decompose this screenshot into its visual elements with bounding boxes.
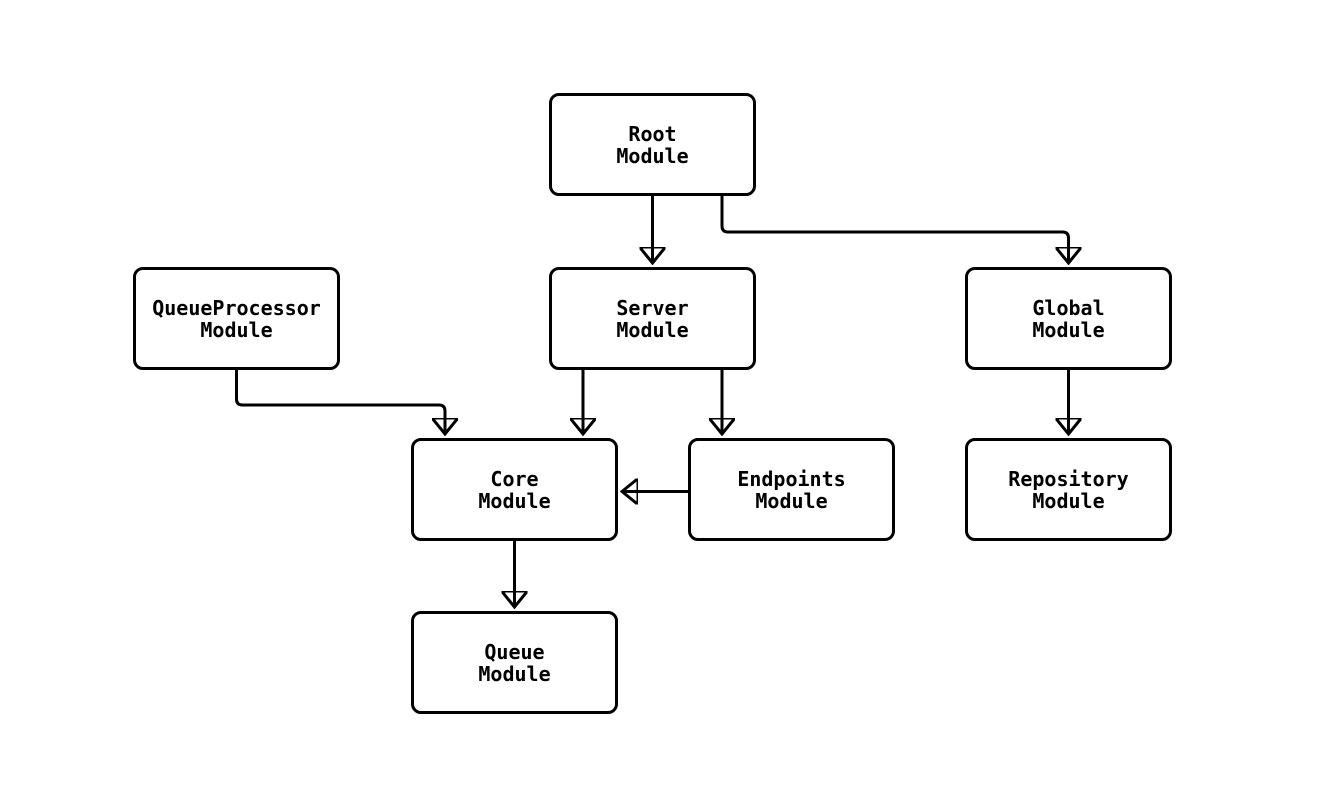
node-label-line2: Module: [1032, 317, 1105, 342]
node-queueprocessor-module: QueueProcessor Module: [133, 267, 340, 370]
node-label-line2: Module: [478, 488, 551, 513]
node-label-line1: Global: [1032, 295, 1105, 320]
node-label-line1: Endpoints: [737, 466, 846, 491]
node-label-line1: Repository: [1008, 466, 1129, 491]
node-repository-module: Repository Module: [965, 438, 1172, 541]
node-label-line2: Module: [200, 317, 273, 342]
node-label-line1: Core: [490, 466, 539, 491]
node-label-line1: QueueProcessor: [152, 295, 321, 320]
node-server-module: Server Module: [549, 267, 756, 370]
node-label-line1: Root: [628, 121, 677, 146]
node-label-line2: Module: [616, 143, 689, 168]
node-core-module: Core Module: [411, 438, 618, 541]
edge-queueprocessor-to-core-arrow: [235, 370, 446, 434]
edge-root-to-global-arrow: [720, 196, 1069, 263]
node-endpoints-module: Endpoints Module: [688, 438, 895, 541]
node-queue-module: Queue Module: [411, 611, 618, 714]
node-label-line1: Server: [616, 295, 689, 320]
node-label-line2: Module: [1032, 488, 1105, 513]
node-label-line2: Module: [478, 661, 551, 686]
node-global-module: Global Module: [965, 267, 1172, 370]
node-label-line1: Queue: [484, 639, 545, 664]
node-label-line2: Module: [755, 488, 828, 513]
node-root-module: Root Module: [549, 93, 756, 196]
node-label-line2: Module: [616, 317, 689, 342]
